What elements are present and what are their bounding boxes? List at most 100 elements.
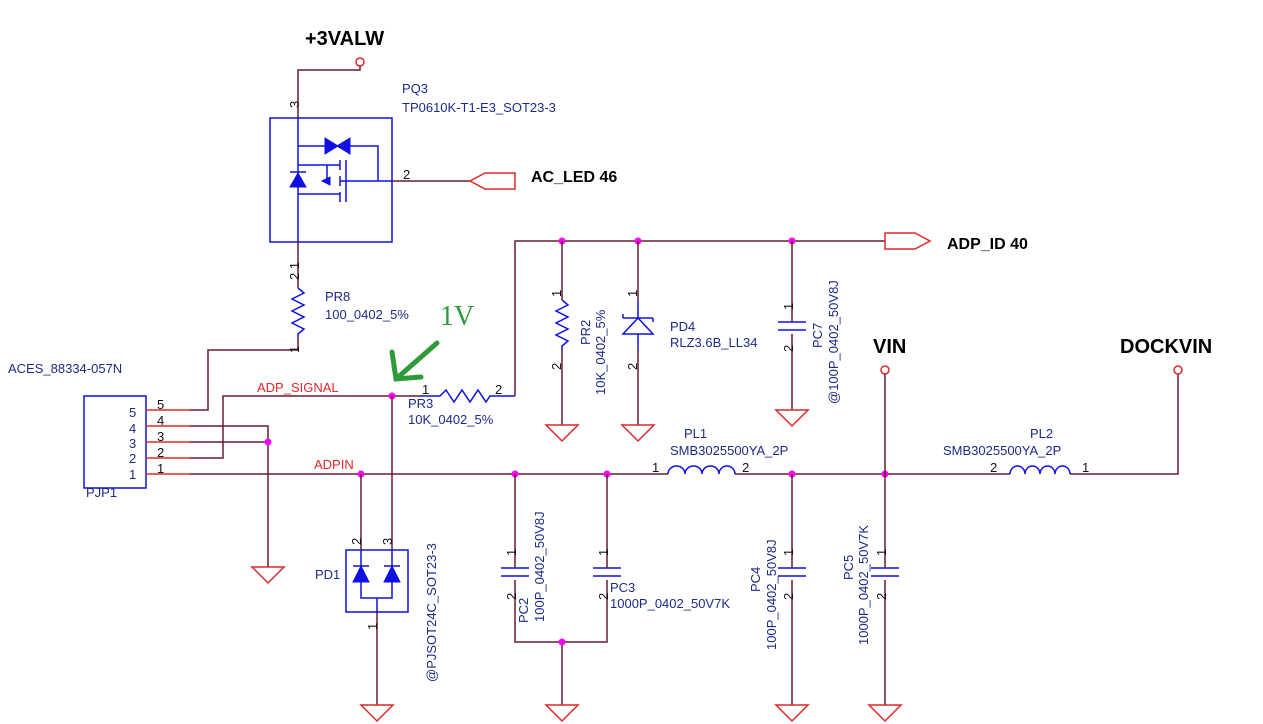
pc5-value: 1000P_0402_50V7K bbox=[856, 525, 871, 645]
svg-text:1: 1 bbox=[157, 461, 164, 476]
pr3-resistor bbox=[420, 388, 515, 404]
arrow-annotation-icon bbox=[389, 340, 440, 382]
svg-text:4: 4 bbox=[129, 421, 136, 436]
pin-label: 1 bbox=[287, 346, 302, 353]
pin-label: 1 bbox=[781, 303, 796, 310]
pin-label: 1 bbox=[874, 549, 889, 556]
pin-label: 2 bbox=[495, 382, 502, 397]
net-label-3valw: +3VALW bbox=[305, 28, 384, 50]
pc2-value: 100P_0402_50V8J bbox=[532, 511, 547, 622]
pin-label: 2 bbox=[625, 363, 640, 370]
pc4-capacitor bbox=[778, 567, 806, 577]
pin-label: 2 bbox=[781, 593, 796, 600]
pc3-capacitor bbox=[593, 567, 621, 577]
pc7-capacitor bbox=[778, 321, 806, 331]
pin-label: 1 bbox=[1082, 460, 1089, 475]
pin-label: 2 bbox=[990, 460, 997, 475]
pr2-value: 10K_0402_5% bbox=[593, 309, 608, 395]
pd1-ref: PD1 bbox=[315, 567, 340, 582]
pq3-mosfet bbox=[269, 117, 393, 243]
pin-label: 3 bbox=[287, 101, 302, 108]
ground-symbol bbox=[867, 704, 903, 723]
ground-symbol bbox=[774, 704, 810, 723]
offpage-connector-ac-led bbox=[468, 172, 516, 190]
pr8-ref: PR8 bbox=[325, 289, 350, 304]
pin-label: 2 bbox=[742, 460, 749, 475]
pc3-ref: PC3 bbox=[610, 580, 635, 595]
power-port-dockvin bbox=[1173, 365, 1183, 375]
pd4-value: RLZ3.6B_LL34 bbox=[670, 335, 757, 350]
pc3-value: 1000P_0402_50V7K bbox=[610, 596, 730, 611]
voltage-annotation: 1V bbox=[440, 301, 474, 332]
pc7-value: @100P_0402_50V8J bbox=[826, 280, 841, 404]
pc2-ref: PC2 bbox=[516, 598, 531, 623]
pin-label: 1 bbox=[652, 460, 659, 475]
pin-label: 2 bbox=[874, 593, 889, 600]
pin-label: 2 bbox=[349, 538, 364, 545]
pl1-value: SMB3025500YA_2P bbox=[670, 443, 788, 458]
pin-label: 2 bbox=[504, 593, 519, 600]
pc7-ref: PC7 bbox=[810, 323, 825, 348]
pq3-ref: PQ3 bbox=[402, 81, 428, 96]
pjp1-pins: 5 4 3 2 1 5 4 3 2 1 bbox=[129, 397, 190, 482]
ground-symbol bbox=[544, 704, 580, 723]
pin-label: 1 bbox=[596, 549, 611, 556]
pr3-ref: PR3 bbox=[408, 396, 433, 411]
pl2-ref: PL2 bbox=[1030, 426, 1053, 441]
pl1-inductor bbox=[667, 465, 736, 475]
power-port-vin bbox=[880, 365, 890, 375]
net-label-adp-signal: ADP_SIGNAL bbox=[257, 380, 339, 395]
ground-symbol bbox=[774, 409, 810, 428]
pin-label: 1 bbox=[504, 549, 519, 556]
pc4-ref: PC4 bbox=[748, 567, 763, 592]
pjp1-value: ACES_88334-057N bbox=[8, 361, 122, 376]
svg-text:4: 4 bbox=[157, 413, 164, 428]
pr2-resistor bbox=[554, 299, 570, 350]
pd1-tvs-diode bbox=[345, 549, 409, 613]
net-label-adp-id: ADP_ID 40 bbox=[947, 236, 1028, 253]
pin-label: 2 bbox=[403, 167, 410, 182]
pr3-value: 10K_0402_5% bbox=[408, 412, 494, 427]
pin-label: 1 bbox=[781, 549, 796, 556]
pq3-value: TP0610K-T1-E3_SOT23-3 bbox=[402, 100, 556, 115]
pc5-ref: PC5 bbox=[841, 555, 856, 580]
pin-label: 2 bbox=[781, 345, 796, 352]
pd4-zener-diode bbox=[621, 300, 655, 350]
svg-text:3: 3 bbox=[157, 429, 164, 444]
ground-symbol bbox=[250, 566, 286, 585]
power-port-3valw bbox=[355, 57, 365, 67]
svg-text:2: 2 bbox=[157, 445, 164, 460]
pc4-value: 100P_0402_50V8J bbox=[764, 539, 779, 650]
ground-symbol bbox=[620, 424, 656, 443]
svg-text:3: 3 bbox=[129, 436, 136, 451]
pr8-value: 100_0402_5% bbox=[325, 307, 409, 322]
svg-text:1: 1 bbox=[129, 467, 136, 482]
pd1-value: @PJSOT24C_SOT23-3 bbox=[424, 543, 439, 682]
svg-text:2: 2 bbox=[129, 451, 136, 466]
pr2-ref: PR2 bbox=[578, 320, 593, 345]
net-label-vin: VIN bbox=[873, 336, 906, 358]
pin-label: 2 1 bbox=[287, 262, 302, 280]
pc2-capacitor bbox=[501, 567, 529, 577]
pin-label: 3 bbox=[380, 538, 395, 545]
ground-symbol bbox=[359, 704, 395, 723]
pin-label: 2 bbox=[549, 363, 564, 370]
pd4-ref: PD4 bbox=[670, 319, 695, 334]
pjp1-connector bbox=[83, 395, 147, 489]
offpage-connector-adp-id bbox=[884, 232, 932, 250]
net-label-dockvin: DOCKVIN bbox=[1120, 336, 1212, 358]
net-label-adpin: ADPIN bbox=[314, 457, 354, 472]
net-label-ac-led: AC_LED 46 bbox=[531, 169, 617, 186]
pl1-ref: PL1 bbox=[684, 426, 707, 441]
pin-label: 1 bbox=[549, 290, 564, 297]
svg-text:5: 5 bbox=[129, 405, 136, 420]
pin-label: 1 bbox=[625, 290, 640, 297]
pr8-resistor bbox=[290, 287, 306, 338]
svg-text:5: 5 bbox=[157, 397, 164, 412]
ground-symbol bbox=[544, 424, 580, 443]
pin-label: 1 bbox=[365, 623, 380, 630]
pin-label: 1 bbox=[422, 382, 429, 397]
pl2-value: SMB3025500YA_2P bbox=[943, 443, 1061, 458]
pl2-inductor bbox=[1009, 465, 1071, 475]
